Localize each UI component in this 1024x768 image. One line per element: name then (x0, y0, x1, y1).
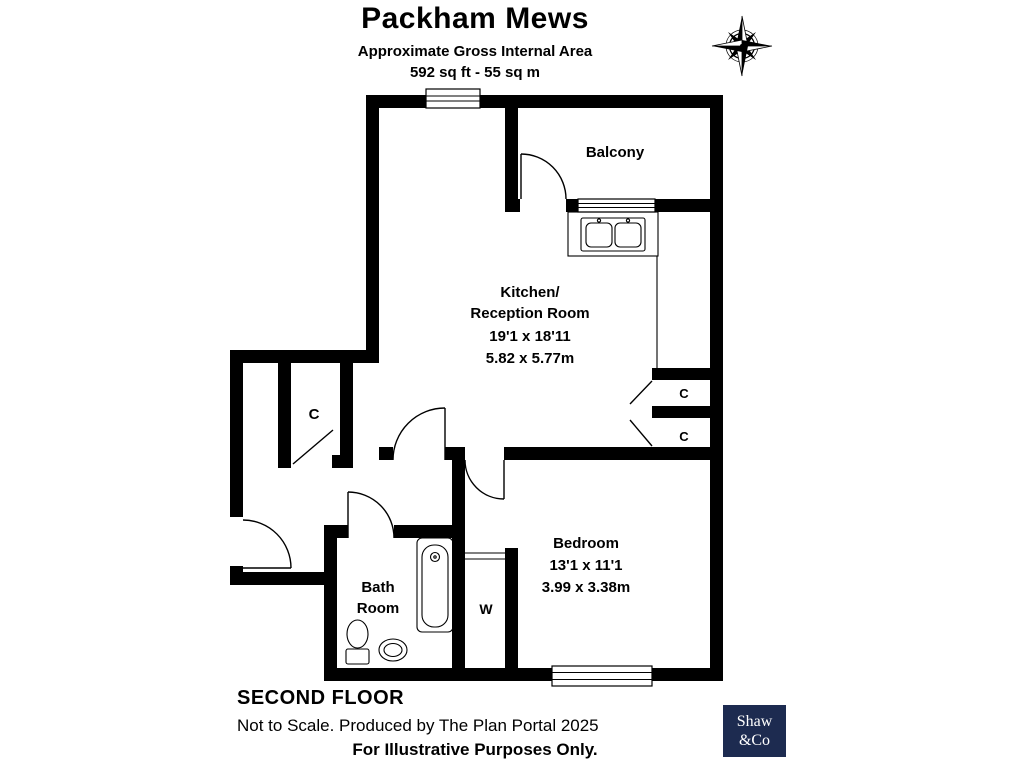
disclaimer-text: Not to Scale. Produced by The Plan Porta… (237, 716, 599, 735)
bathroom-label-line2: Room (357, 600, 400, 617)
bedroom-label: Bedroom (553, 535, 619, 552)
right-closet-doors (629, 380, 653, 447)
hall-closet-label: C (309, 406, 320, 423)
bathroom-door (347, 491, 395, 539)
brand-name-line2: &Co (738, 732, 771, 749)
kitchen-label-line1: Kitchen/ (500, 284, 560, 301)
basin (378, 638, 408, 662)
bathroom-label-line1: Bath (361, 579, 394, 596)
plan-header: Packham Mews Approximate Gross Internal … (0, 2, 950, 81)
brand-logo: Shaw &Co (723, 705, 786, 757)
subtitle: Approximate Gross Internal Area (357, 43, 593, 60)
bedroom-door (464, 459, 505, 500)
floor-label: SECOND FLOOR (237, 687, 405, 709)
purpose-text: For Illustrative Purposes Only. (352, 740, 598, 759)
hall-closet-door (292, 429, 334, 465)
right-closet-lower-label: C (679, 429, 689, 444)
kitchen-door (392, 407, 446, 461)
window-bottom (551, 665, 653, 687)
kitchen-dims-imperial: 19'1 x 18'11 (489, 328, 570, 345)
bedroom-dims-metric: 3.99 x 3.38m (542, 579, 630, 596)
kitchen-dims-metric: 5.82 x 5.77m (486, 350, 574, 367)
kitchen-counter (567, 211, 659, 368)
balcony-door (520, 153, 567, 200)
wardrobe-doors (465, 552, 505, 560)
entry-door (242, 519, 292, 569)
bathtub (416, 537, 454, 633)
brand-name-line1: Shaw (736, 712, 773, 730)
wardrobe-label: W (479, 601, 493, 617)
toilet (345, 619, 370, 665)
bedroom-dims-imperial: 13'1 x 11'1 (549, 557, 622, 574)
page-title: Packham Mews (361, 2, 589, 35)
balcony-label: Balcony (586, 144, 645, 161)
window-top (425, 88, 481, 109)
room-labels: Balcony Kitchen/ Reception Room 19'1 x 1… (309, 144, 690, 617)
compass-rose-icon (711, 15, 773, 77)
walls (230, 95, 723, 681)
kitchen-label-line2: Reception Room (470, 305, 589, 322)
area-label: 592 sq ft - 55 sq m (409, 64, 541, 81)
kitchen-sink (580, 217, 646, 252)
right-closet-upper-label: C (679, 386, 689, 401)
window-balcony (577, 198, 656, 213)
